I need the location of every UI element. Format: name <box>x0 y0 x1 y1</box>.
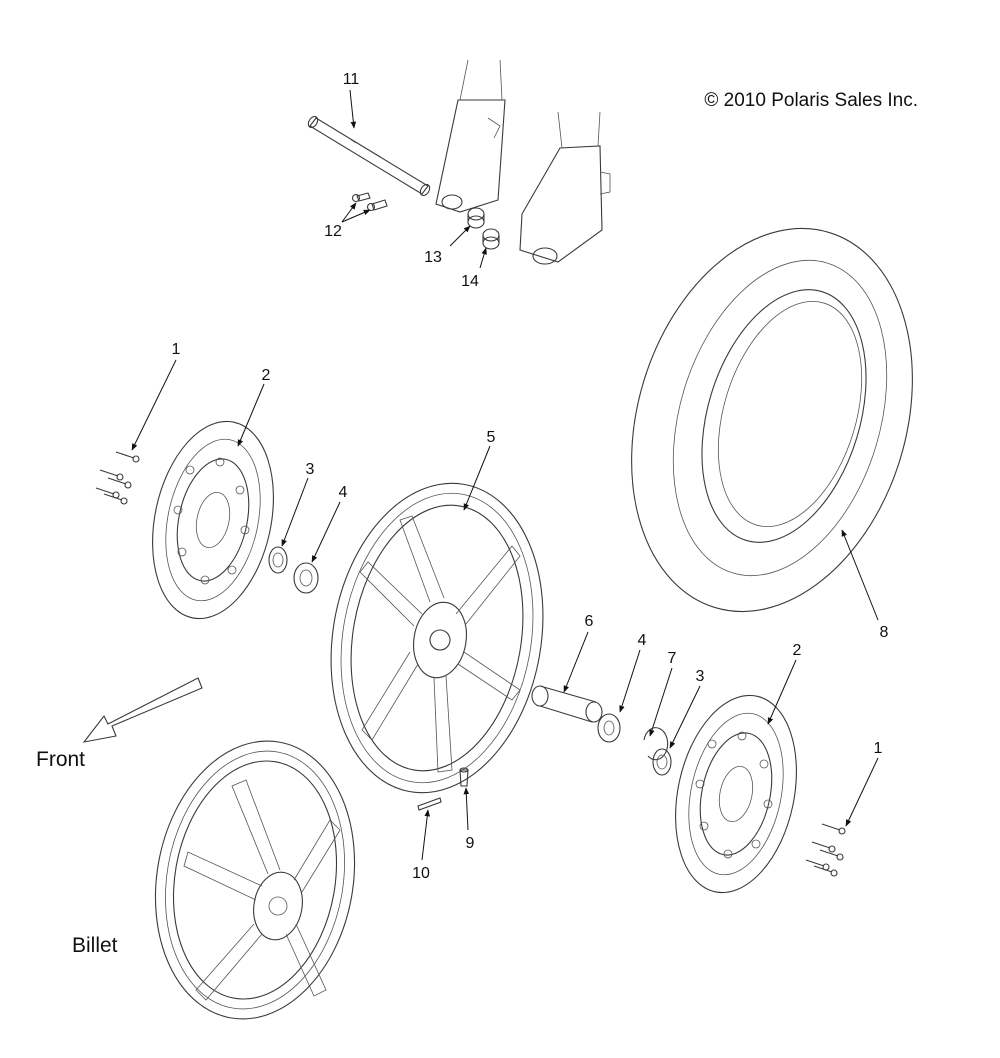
callout-6: 6 <box>585 613 594 630</box>
front-label: Front <box>36 748 85 771</box>
callout-3-left: 3 <box>306 461 315 478</box>
callout-2-left: 2 <box>262 367 271 384</box>
callout-9: 9 <box>466 835 475 852</box>
bearing-right <box>597 713 621 743</box>
cast-wheel <box>330 482 544 794</box>
front-direction-arrow <box>82 677 203 743</box>
front-tire <box>631 227 913 613</box>
brake-rotor-left <box>152 420 274 620</box>
callout-2-right: 2 <box>793 642 802 659</box>
seal-left <box>268 546 288 574</box>
leader-lines <box>131 89 879 861</box>
copyright-text: © 2010 Polaris Sales Inc. <box>704 90 918 111</box>
seal-right <box>652 748 672 776</box>
right-fork-leg <box>519 111 611 265</box>
bearing-left <box>293 562 319 594</box>
axle-pinch-bolts <box>351 192 388 212</box>
callout-10: 10 <box>412 865 430 882</box>
callout-1-right: 1 <box>874 740 883 757</box>
axle-spacer-13 <box>467 207 485 229</box>
callout-12: 12 <box>324 223 342 240</box>
balance-weight <box>417 797 442 811</box>
callout-3-right: 3 <box>696 668 705 685</box>
left-fork-leg <box>435 59 506 213</box>
callout-7: 7 <box>668 650 677 667</box>
callout-4-right: 4 <box>638 632 647 649</box>
callout-8: 8 <box>880 624 889 641</box>
callout-14: 14 <box>461 273 479 290</box>
callout-11: 11 <box>343 71 360 88</box>
axle-spacer-14 <box>482 228 500 250</box>
front-axle <box>307 115 431 197</box>
rotor-bolts-right <box>805 823 846 877</box>
brake-rotor-right <box>675 694 797 894</box>
billet-wheel <box>154 740 356 1020</box>
callout-13: 13 <box>424 249 442 266</box>
callout-4-left: 4 <box>339 484 348 501</box>
callout-5: 5 <box>487 429 496 446</box>
callout-1-left: 1 <box>172 341 181 358</box>
snap-ring <box>643 727 669 761</box>
rotor-bolts-left <box>95 451 140 505</box>
valve-stem <box>459 767 469 787</box>
wheel-spacer <box>531 685 603 723</box>
billet-label: Billet <box>72 934 118 957</box>
